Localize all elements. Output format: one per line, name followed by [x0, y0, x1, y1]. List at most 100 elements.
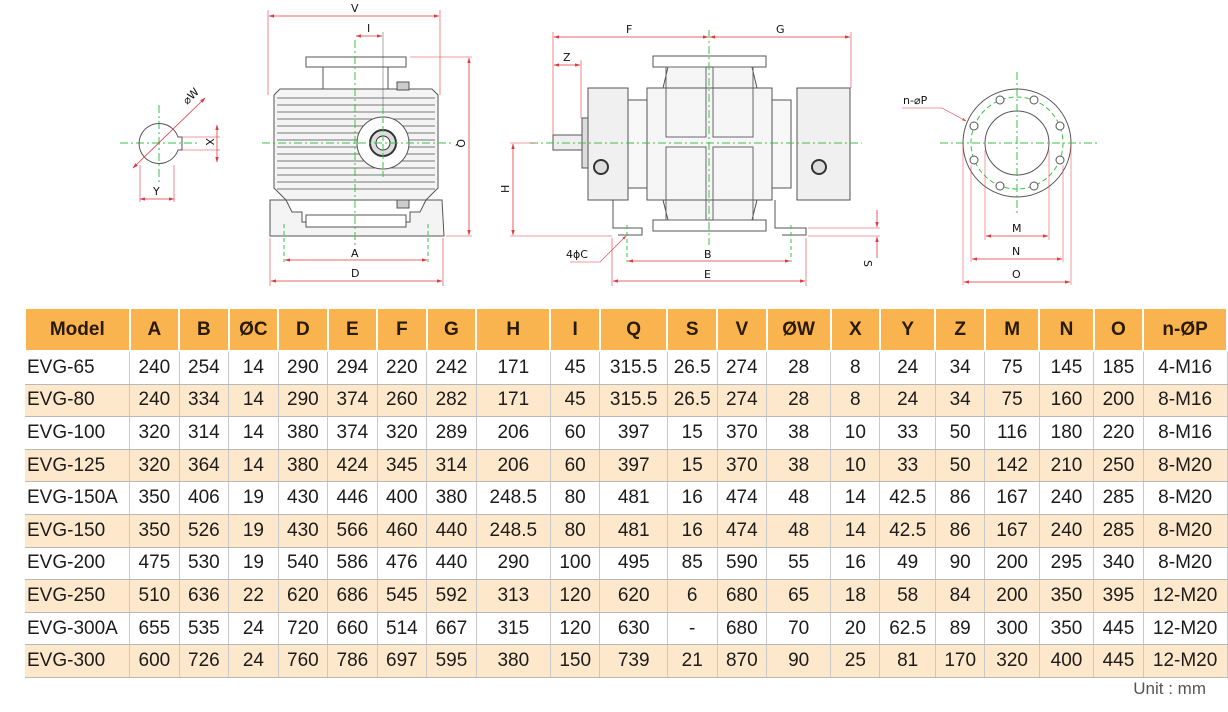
value-cell: 374: [327, 384, 378, 418]
column-header: D: [277, 307, 329, 352]
value-cell: 142: [984, 449, 1040, 483]
value-cell: 397: [599, 449, 668, 483]
value-cell: 680: [716, 579, 768, 613]
value-cell: 320: [129, 416, 180, 450]
value-cell: 460: [376, 514, 428, 548]
model-cell: EVG-200: [25, 547, 131, 581]
value-cell: 481: [599, 481, 668, 515]
value-cell: 18: [830, 579, 881, 613]
model-cell: EVG-125: [25, 449, 131, 483]
value-cell: 206: [475, 449, 551, 483]
value-cell: 595: [426, 644, 477, 678]
value-cell: 45: [549, 384, 601, 418]
value-cell: 24: [879, 384, 936, 418]
value-cell: 10: [830, 449, 881, 483]
value-cell: 14: [830, 481, 881, 515]
value-cell: 320: [376, 416, 428, 450]
value-cell: 14: [228, 416, 279, 450]
column-header: G: [425, 307, 478, 352]
model-cell: EVG-80: [25, 384, 131, 418]
value-cell: 620: [277, 579, 329, 613]
value-cell: 620: [599, 579, 668, 613]
value-cell: 380: [475, 644, 551, 678]
value-cell: 171: [475, 351, 551, 385]
label-h: H: [499, 185, 512, 193]
value-cell: 120: [549, 579, 601, 613]
label-s: S: [861, 260, 874, 267]
value-cell: 540: [277, 547, 329, 581]
value-cell: 86: [934, 481, 986, 515]
value-cell: 25: [830, 644, 881, 678]
value-cell: 250: [1093, 449, 1144, 483]
value-cell: 26.5: [666, 384, 718, 418]
column-header: n-ØP: [1142, 307, 1228, 352]
label-y: Y: [152, 185, 160, 198]
value-cell: 33: [879, 416, 936, 450]
value-cell: 160: [1038, 384, 1095, 418]
value-cell: 545: [376, 579, 428, 613]
value-cell: 474: [716, 514, 768, 548]
value-cell: 566: [327, 514, 378, 548]
value-cell: 495: [599, 547, 668, 581]
value-cell: 380: [277, 449, 329, 483]
value-cell: 19: [228, 547, 279, 581]
value-cell: 22: [228, 579, 279, 613]
column-header: Z: [934, 307, 986, 352]
value-cell: 26.5: [666, 351, 718, 385]
value-cell: 726: [178, 644, 230, 678]
value-cell: 4-M16: [1142, 351, 1228, 385]
value-cell: 254: [178, 351, 230, 385]
value-cell: 60: [549, 449, 601, 483]
column-header: N: [1038, 307, 1095, 352]
value-cell: 510: [129, 579, 180, 613]
column-header: X: [829, 307, 881, 352]
model-cell: EVG-300A: [25, 612, 131, 646]
value-cell: 315.5: [599, 384, 668, 418]
label-b: B: [704, 248, 712, 261]
value-cell: 240: [1038, 514, 1095, 548]
value-cell: 38: [766, 416, 832, 450]
value-cell: 274: [716, 384, 768, 418]
unit-note: Unit : mm: [1133, 679, 1206, 698]
column-header: H: [475, 307, 552, 352]
value-cell: 50: [934, 449, 986, 483]
value-cell: 180: [1038, 416, 1095, 450]
column-header: F: [376, 307, 428, 352]
model-cell: EVG-65: [25, 351, 131, 385]
value-cell: 400: [376, 481, 428, 515]
model-cell: EVG-250: [25, 579, 131, 613]
value-cell: 28: [766, 351, 832, 385]
value-cell: 445: [1093, 644, 1144, 678]
value-cell: 290: [475, 547, 551, 581]
value-cell: 314: [178, 416, 230, 450]
value-cell: 200: [984, 579, 1040, 613]
label-g: G: [776, 23, 785, 36]
value-cell: 592: [426, 579, 477, 613]
value-cell: 474: [716, 481, 768, 515]
value-cell: 8-M20: [1142, 481, 1228, 515]
value-cell: 12-M20: [1142, 579, 1228, 613]
model-cell: EVG-100: [25, 416, 131, 450]
value-cell: 15: [666, 449, 718, 483]
value-cell: 42.5: [879, 481, 936, 515]
value-cell: 62.5: [879, 612, 936, 646]
value-cell: 48: [766, 481, 832, 515]
value-cell: 19: [228, 481, 279, 515]
value-cell: 8: [830, 351, 881, 385]
shaft-section-view: ⌀W X Y: [120, 85, 220, 202]
value-cell: 200: [984, 547, 1040, 581]
value-cell: 8-M20: [1142, 514, 1228, 548]
label-v: V: [351, 2, 359, 15]
value-cell: 476: [376, 547, 428, 581]
value-cell: 49: [879, 547, 936, 581]
value-cell: 370: [716, 449, 768, 483]
value-cell: 8-M16: [1142, 416, 1228, 450]
column-header: B: [178, 307, 230, 352]
value-cell: 120: [549, 612, 601, 646]
value-cell: 285: [1093, 481, 1144, 515]
